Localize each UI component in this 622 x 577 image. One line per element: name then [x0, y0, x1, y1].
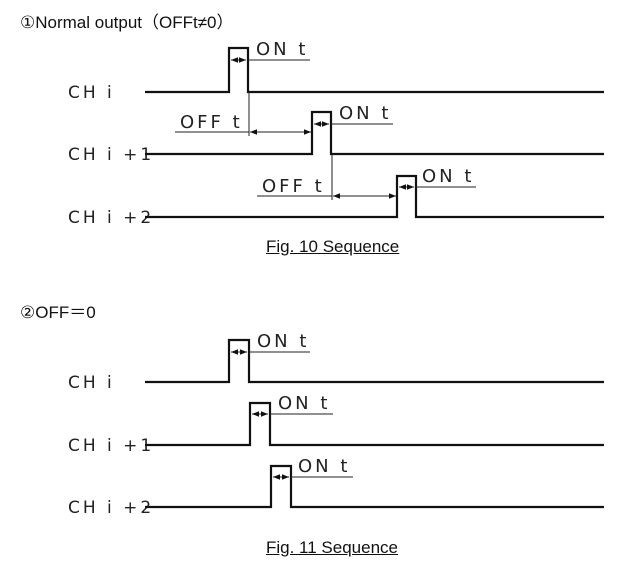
fig11-channel-chi2: CH i +2 ON t — [68, 456, 604, 518]
channel-label: CH i +2 — [68, 208, 154, 228]
ont-label: ON t — [256, 39, 308, 60]
ont-label: ON t — [298, 456, 350, 477]
ont-label: ON t — [278, 393, 330, 414]
fig10-heading: ①Normal output（OFFt≠0） — [20, 13, 234, 32]
fig10-channel-chi2: CH i +2 OFF t ON t — [68, 154, 604, 228]
ont-label: ON t — [339, 103, 391, 124]
ont-label: ON t — [257, 331, 309, 352]
channel-label: CH i +1 — [68, 436, 154, 456]
fig10-caption: Fig. 10 Sequence — [266, 237, 400, 256]
channel-label: CH i +2 — [68, 498, 154, 518]
channel-label: CH i — [68, 83, 115, 103]
ont-label: ON t — [422, 166, 474, 187]
fig11-channel-chi: CH i ON t — [68, 331, 604, 393]
channel-label: CH i — [68, 373, 115, 393]
fig11-caption: Fig. 11 Sequence — [266, 538, 398, 557]
signal-waveform — [145, 174, 604, 219]
offt-label: OFF t — [180, 112, 243, 133]
signal-waveform — [145, 110, 604, 156]
signal-waveform — [145, 464, 604, 509]
fig10-channel-chi1: CH i +1 OFF t ON t — [68, 92, 604, 165]
channel-label: CH i +1 — [68, 145, 154, 165]
fig11-channel-chi1: CH i +1 ON t — [68, 393, 604, 456]
offt-label: OFF t — [262, 176, 325, 197]
signal-waveform — [145, 338, 604, 384]
fig11-heading: ②OFF＝0 — [20, 303, 96, 322]
signal-waveform — [145, 401, 604, 447]
fig10-channel-chi: CH i ON t — [68, 39, 604, 103]
signal-waveform — [145, 46, 604, 94]
